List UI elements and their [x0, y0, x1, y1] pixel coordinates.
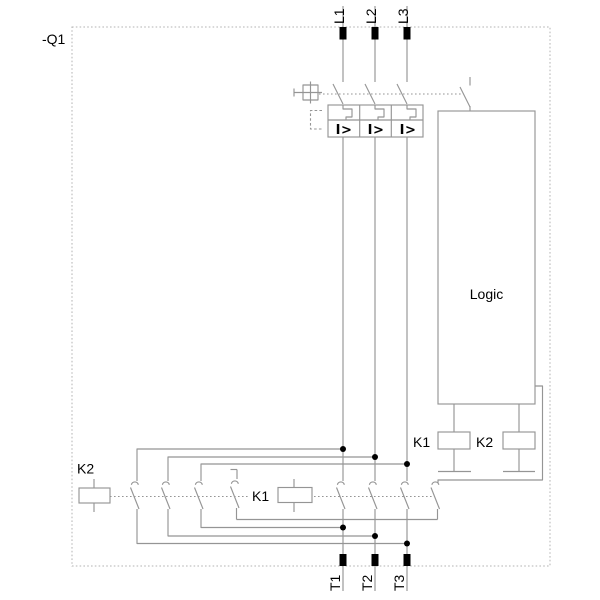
- terminal-t2: [371, 554, 379, 566]
- k2-coil: K2: [77, 461, 111, 512]
- phase-wires: [342, 6, 408, 591]
- terminal-l2: [371, 27, 379, 40]
- phase-label-l2: L2: [363, 8, 379, 24]
- q1-enclosure-border: [71, 26, 551, 567]
- k2-pole-3: [193, 481, 204, 510]
- overcurrent-symbol-2: I>: [368, 123, 385, 138]
- terminal-t1: [339, 554, 347, 566]
- k1-aux-contact: [430, 481, 441, 510]
- k2-pole-2: [160, 481, 171, 510]
- k1-pole-3: [399, 481, 410, 510]
- k1-contacts: [335, 481, 410, 510]
- loop-b-top: [167, 456, 375, 481]
- thermal-element-3: [406, 105, 417, 120]
- phase-label-l3: L3: [395, 8, 411, 24]
- loop-a-top: [136, 448, 343, 481]
- loop-c-bottom: [200, 509, 343, 529]
- loop-c-top: [200, 463, 407, 481]
- thermal-element-2: [374, 105, 385, 120]
- load-label-t1: T1: [327, 574, 343, 591]
- feedback-wiring: [229, 385, 544, 521]
- k1-pole-1: [335, 481, 346, 510]
- k2-pole-1: [129, 481, 140, 510]
- k1-relay: K1: [413, 404, 471, 473]
- k1-coil: K1: [249, 479, 313, 512]
- k2-contacts: [129, 481, 204, 510]
- overcurrent-symbol-1: I>: [336, 123, 353, 138]
- overcurrent-symbol-3: I>: [400, 123, 417, 138]
- terminal-l3: [403, 27, 411, 40]
- phase-label-l1: L1: [331, 8, 347, 24]
- device-label: -Q1: [42, 31, 66, 47]
- terminal-t3: [403, 554, 411, 566]
- load-label-t2: T2: [359, 574, 375, 591]
- k1-coil-label: K1: [252, 488, 269, 504]
- loop-b-bottom: [167, 509, 375, 537]
- breaker-pole-1: [332, 83, 344, 105]
- reversing-loops: [136, 448, 407, 545]
- trip-linkage-bracket: [309, 109, 322, 130]
- breaker-aux-pole: [459, 86, 471, 108]
- logic-block: Logic: [437, 110, 536, 405]
- k2-aux-contact: [229, 480, 240, 509]
- k2-relay-label: K2: [476, 434, 493, 450]
- trip-mechanism-icon: [293, 81, 322, 104]
- loop-a-bottom: [136, 509, 407, 545]
- junction-dots: [340, 446, 410, 547]
- k1-relay-label: K1: [413, 434, 430, 450]
- breaker-pole-2: [364, 83, 376, 105]
- terminal-marks: [339, 27, 411, 566]
- logic-label: Logic: [470, 286, 503, 302]
- load-label-t3: T3: [391, 574, 407, 591]
- circuit-breaker: [293, 77, 471, 130]
- thermal-element-1: [342, 105, 353, 120]
- k1-pole-2: [367, 481, 378, 510]
- k2-coil-label: K2: [77, 461, 94, 477]
- logic-feedback-wire: [437, 385, 544, 483]
- k2-relay: K2: [476, 404, 536, 473]
- terminal-l1: [339, 27, 347, 40]
- breaker-pole-3: [396, 83, 408, 105]
- overload-relay: I> I> I>: [327, 104, 424, 138]
